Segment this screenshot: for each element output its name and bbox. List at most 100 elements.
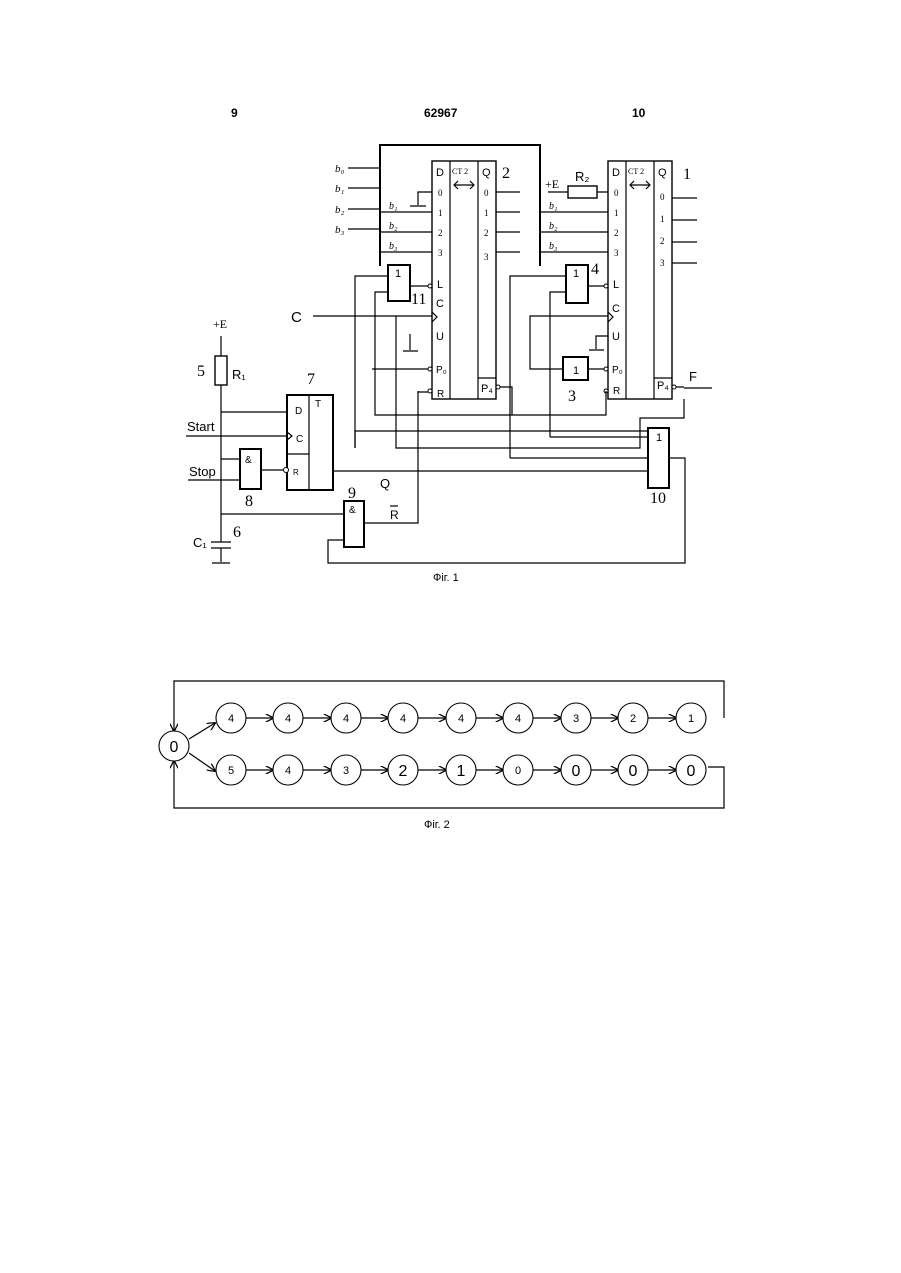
- counter2-pin-d: D: [436, 167, 444, 179]
- resistor-r1-label: R₁: [232, 367, 246, 382]
- state-node-label: 4: [228, 713, 234, 725]
- counter1-pin-r: R: [613, 386, 620, 397]
- counter1-pin-3: 3: [614, 248, 619, 258]
- gate10-symbol: 1: [656, 432, 662, 444]
- start-label: Start: [187, 419, 215, 434]
- gate4-symbol: 1: [573, 268, 579, 280]
- supply-label-1: +E: [213, 317, 227, 331]
- state-node-label: 0: [515, 765, 521, 777]
- counter1-number: 1: [683, 166, 691, 183]
- state-node-label: 0: [572, 763, 581, 780]
- counter2-output-3: 3: [484, 252, 489, 262]
- state-node-label: 4: [400, 713, 406, 725]
- state-row-2: 543210000: [216, 755, 706, 785]
- figure-2: 0 444444321 543210000 Фіг. 2: [159, 681, 724, 831]
- counter-1: D 0 1 2 3 L C U P₀ R CT 2 Q 0 1 2 3 P₄ 1: [604, 161, 697, 399]
- b1-label: b₁: [335, 183, 345, 195]
- state-node-label: 4: [458, 713, 464, 725]
- counter1-output-2: 2: [660, 236, 665, 246]
- resistor-r1-number: 5: [197, 363, 205, 380]
- counter2-pin-3: 3: [438, 248, 443, 258]
- counter2-pin-0: 0: [438, 188, 443, 198]
- b3-wire-label: b₃: [389, 241, 398, 252]
- b2-wire-label: b₂: [389, 221, 398, 232]
- gate9-number: 9: [348, 485, 356, 502]
- counter1-output-0: 0: [660, 192, 665, 202]
- counter1-pin-u: U: [612, 331, 620, 343]
- state-node-label: 3: [343, 765, 349, 777]
- gate10-number: 10: [650, 490, 666, 507]
- state-node-label: 4: [343, 713, 349, 725]
- gate-3: 1 3: [530, 316, 608, 405]
- state-node-label: 1: [688, 713, 694, 725]
- counter-2: D 0 1 2 3 L C U P₀ R CT 2 Q 0 1 2 3 P₄ 2: [428, 161, 520, 400]
- b0-label: b₀: [335, 163, 345, 175]
- output-f-label: F: [689, 369, 697, 384]
- counter1-pin-l: L: [613, 279, 619, 291]
- counter2-name: CT 2: [452, 167, 468, 176]
- b2-label: b₂: [335, 204, 345, 216]
- gate3-number: 3: [568, 388, 576, 405]
- counter1-output-q: Q: [658, 167, 667, 179]
- gate11-number: 11: [411, 291, 426, 308]
- state-node-label: 4: [285, 765, 291, 777]
- trigger7-type: T: [315, 399, 321, 410]
- counter1-name: CT 2: [628, 167, 644, 176]
- counter2-pin-r: R: [437, 389, 444, 400]
- q-signal-label: Q: [380, 476, 390, 491]
- counter1-pin-0: 0: [614, 188, 619, 198]
- state-node-label: 0: [629, 763, 638, 780]
- counter2-pin-l: L: [437, 279, 443, 291]
- stop-label: Stop: [189, 464, 216, 479]
- resistor-r2-label: R₂: [575, 169, 589, 184]
- state-node-label: 5: [228, 765, 234, 777]
- counter2-pin-2: 2: [438, 228, 443, 238]
- counter2-pin-p0: P₀: [436, 365, 447, 376]
- gate11-symbol: 1: [395, 268, 401, 280]
- counter2-pin-c: C: [436, 298, 444, 310]
- counter2-pin-u: U: [436, 331, 444, 343]
- state-row-1: 4 4 4 4 4 4 3 2 1: [216, 703, 706, 733]
- counter1-output-3: 3: [660, 258, 665, 268]
- counter1-output-1: 1: [660, 214, 665, 224]
- trigger7-pin-d: D: [295, 406, 302, 417]
- counter1-carry: P₄: [657, 380, 669, 392]
- counter1-pin-p0: P₀: [612, 365, 623, 376]
- b3-wire-label-2: b₃: [549, 241, 558, 252]
- supply-label-2: +E: [545, 177, 559, 191]
- counter1-pin-d: D: [612, 167, 620, 179]
- state-node-label: 2: [630, 713, 636, 725]
- gate8-symbol: &: [245, 455, 252, 466]
- resistor-r2: +E R₂: [545, 169, 608, 198]
- gate9-symbol: &: [349, 505, 356, 516]
- counter2-output-0: 0: [484, 188, 489, 198]
- b1-wire-label: b₁: [389, 201, 397, 212]
- counter1-pin-2: 2: [614, 228, 619, 238]
- counter2-output-1: 1: [484, 208, 489, 218]
- fig2-caption: Фіг. 2: [424, 819, 450, 831]
- gate8-number: 8: [245, 493, 253, 510]
- clock-signal-label: C: [291, 309, 302, 326]
- b1-wire-label-2: b₁: [549, 201, 557, 212]
- gate-8: & 8 Stop: [188, 449, 289, 510]
- trigger7-number: 7: [307, 371, 315, 388]
- counter1-pin-c: C: [612, 303, 620, 315]
- state-node-label: 2: [399, 763, 408, 780]
- state-node-label: 3: [573, 713, 579, 725]
- state-node-label: 1: [457, 763, 466, 780]
- state-node-label: 4: [285, 713, 291, 725]
- counter1-pin-1: 1: [614, 208, 619, 218]
- b2-wire-label-2: b₂: [549, 221, 558, 232]
- counter2-pin-1: 1: [438, 208, 443, 218]
- counter2-output-2: 2: [484, 228, 489, 238]
- state-node-label: 4: [515, 713, 521, 725]
- capacitor-label: C₁: [193, 535, 207, 550]
- trigger7-pin-c: C: [296, 434, 303, 445]
- gate4-number: 4: [591, 261, 599, 278]
- figure-1: b₀ b₁ b₂ b₃ b₁ b₂ b₃ b₁ b₂ b₃ D 0 1 2 3 …: [186, 145, 712, 584]
- counter2-carry: P₄: [481, 383, 493, 395]
- capacitor-number: 6: [233, 524, 241, 541]
- fig1-caption: Фіг. 1: [433, 572, 459, 584]
- gate3-symbol: 1: [573, 365, 579, 377]
